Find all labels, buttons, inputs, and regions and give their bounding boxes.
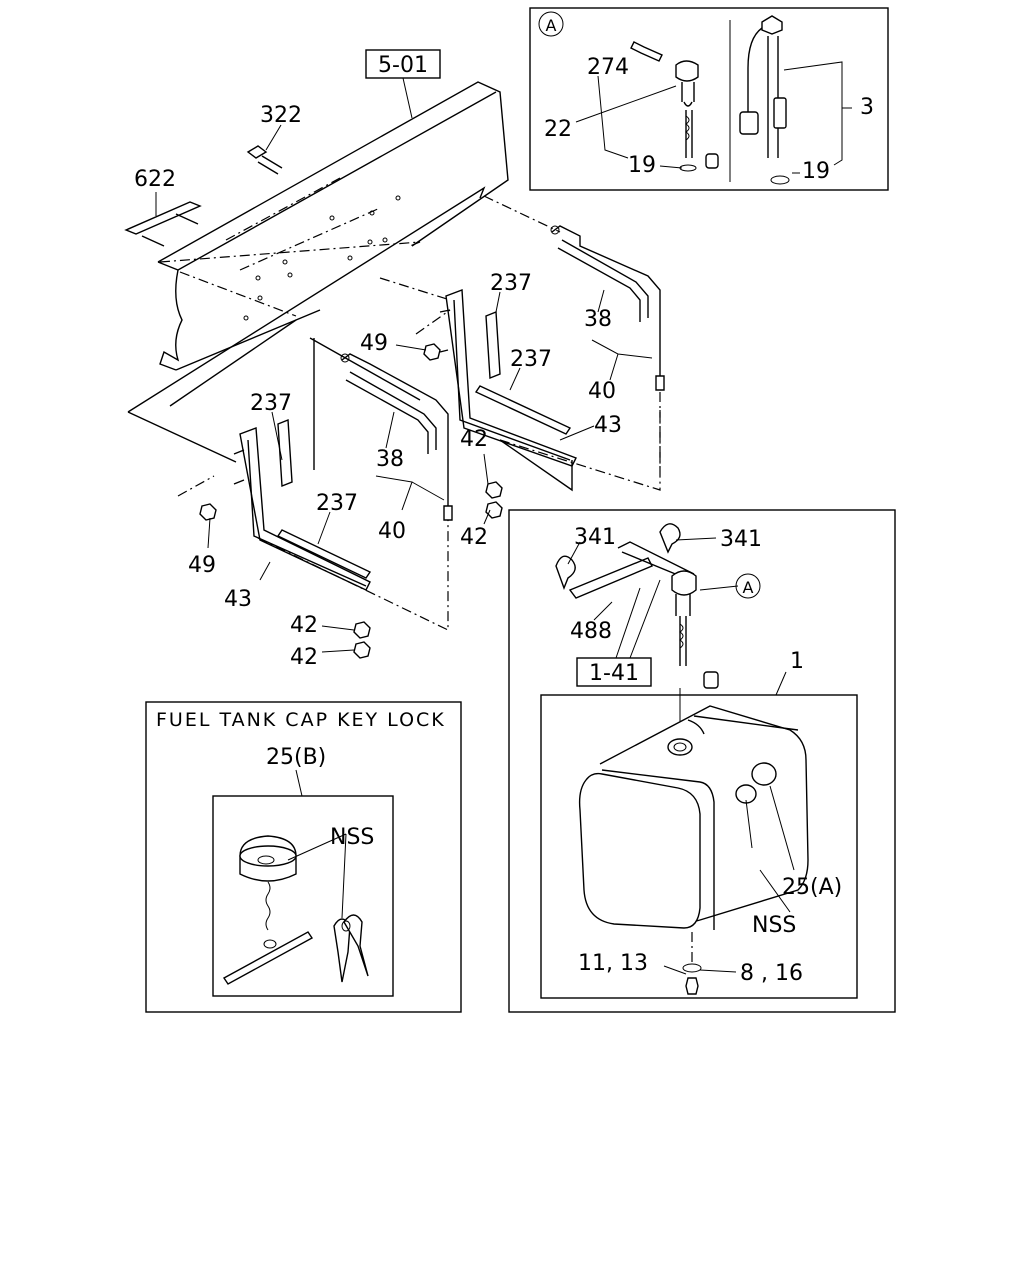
label-322: 322 xyxy=(260,103,302,128)
label-40b: 40 xyxy=(588,379,616,404)
label-38a: 38 xyxy=(376,447,404,472)
label-274: 274 xyxy=(587,55,629,80)
label-1: 1 xyxy=(790,649,804,674)
ref-1-41: 1-41 xyxy=(589,661,639,686)
inset-a-marker: A xyxy=(546,16,557,35)
keylock-title: FUEL TANK CAP KEY LOCK xyxy=(156,709,446,731)
label-622: 622 xyxy=(134,167,176,192)
label-nss-key: NSS xyxy=(330,825,374,850)
label-nss-tank: NSS xyxy=(752,913,796,938)
label-488: 488 xyxy=(570,619,612,644)
label-42b: 42 xyxy=(460,525,488,550)
label-237b: 237 xyxy=(490,271,532,296)
label-19b: 19 xyxy=(802,159,830,184)
label-19a: 19 xyxy=(628,153,656,178)
fuel-tank-inset: A 341 341 488 1-41 1 25(A) NSS xyxy=(508,509,896,1013)
tank-a-marker: A xyxy=(743,578,754,597)
label-22: 22 xyxy=(544,117,572,142)
label-237d: 237 xyxy=(316,491,358,516)
label-237c: 237 xyxy=(510,347,552,372)
label-42c: 42 xyxy=(290,613,318,638)
label-11-13: 11, 13 xyxy=(578,951,648,976)
label-40a: 40 xyxy=(378,519,406,544)
label-43a: 43 xyxy=(224,587,252,612)
label-237a: 237 xyxy=(250,391,292,416)
fuel-tank-cap-key-lock-inset: FUEL TANK CAP KEY LOCK 25(B) NSS xyxy=(145,701,462,1013)
label-341b: 341 xyxy=(720,527,762,552)
label-25a: 25(A) xyxy=(782,875,842,900)
label-38b: 38 xyxy=(584,307,612,332)
label-43b: 43 xyxy=(594,413,622,438)
label-49b: 49 xyxy=(188,553,216,578)
inset-a-sender-unit: A 274 22 19 3 19 xyxy=(529,7,889,191)
label-42d: 42 xyxy=(290,645,318,670)
frame-and-brackets: 5-01 322 622 xyxy=(124,49,665,670)
label-49a: 49 xyxy=(360,331,388,356)
label-42a: 42 xyxy=(460,427,488,452)
label-25b: 25(B) xyxy=(266,745,326,770)
label-8-16: 8 , 16 xyxy=(740,961,803,986)
ref-5-01: 5-01 xyxy=(378,53,428,78)
label-3: 3 xyxy=(860,95,874,120)
label-341a: 341 xyxy=(574,525,616,550)
